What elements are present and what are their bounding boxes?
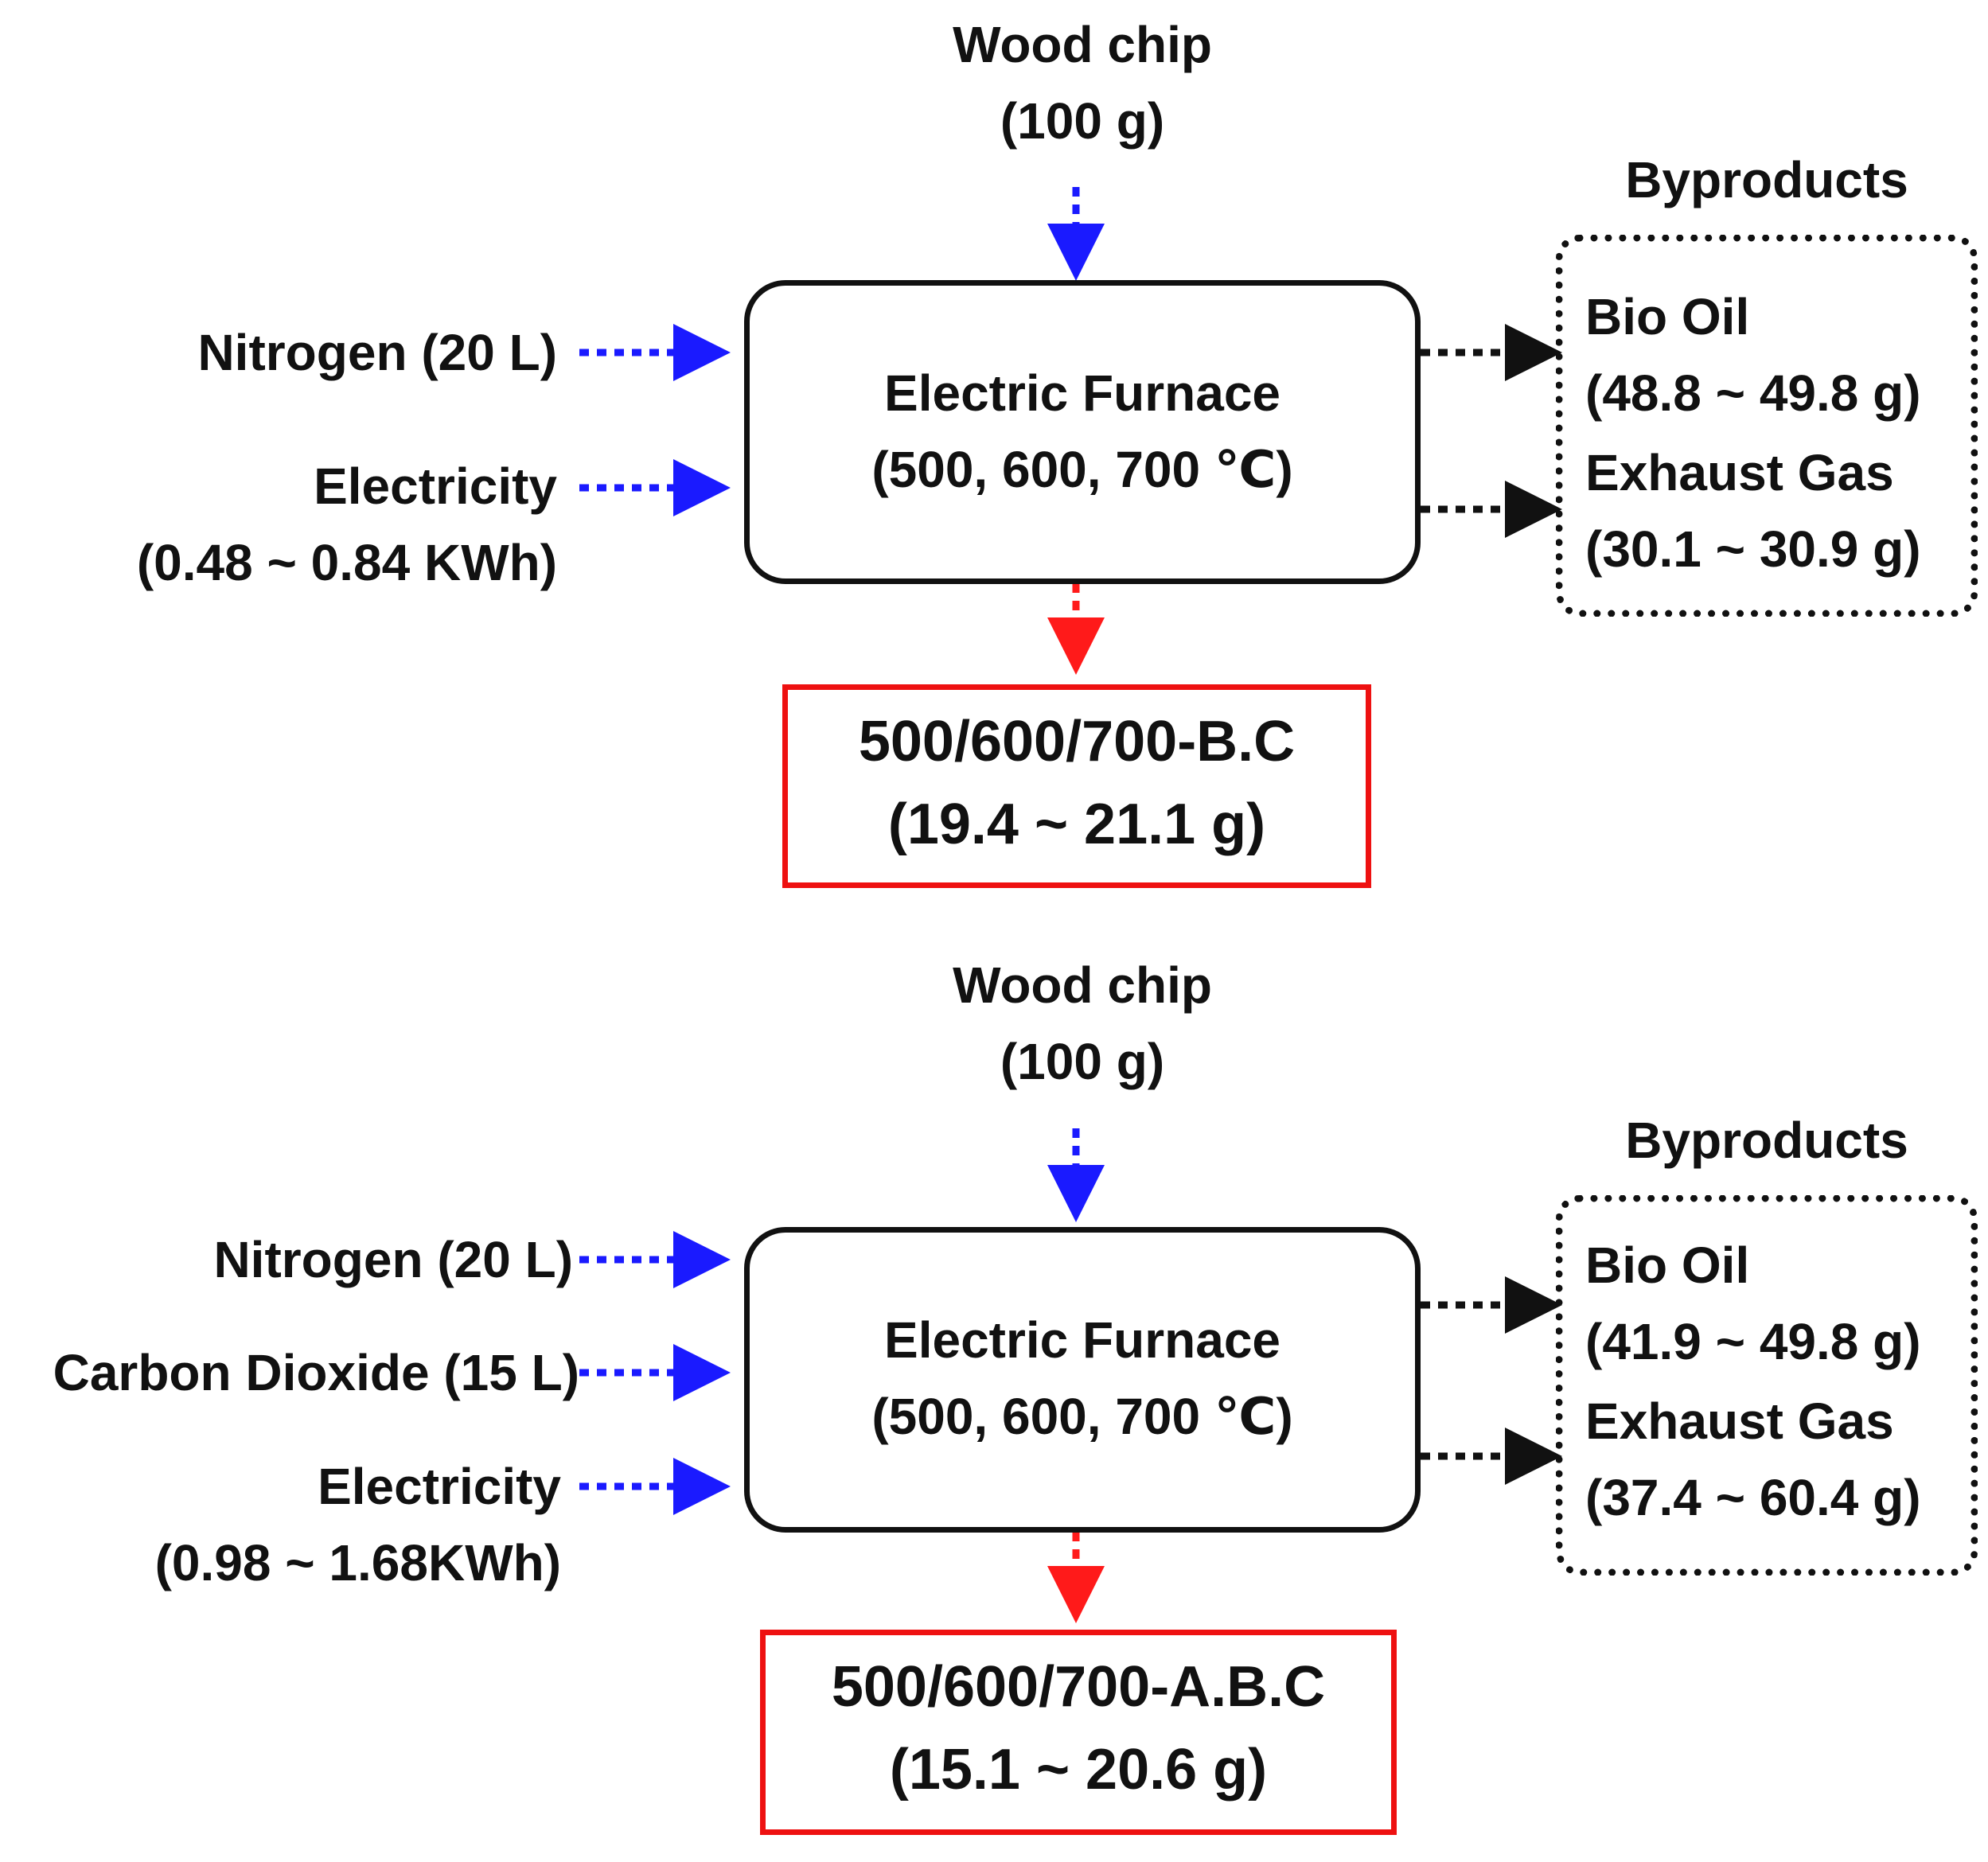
electricity-label: Electricity xyxy=(318,1458,561,1515)
exhaust-gas-label: Exhaust Gas xyxy=(1585,1393,1894,1450)
exhaust-gas-label: Exhaust Gas xyxy=(1585,444,1894,501)
product-label: 500/600/700-B.C (19.4 ~ 21.1 g) xyxy=(782,700,1371,866)
product-name: 500/600/700-B.C xyxy=(858,710,1296,773)
product-box xyxy=(760,1630,1397,1835)
flow-arrows xyxy=(579,187,1562,675)
bio-oil-label: Bio Oil xyxy=(1585,288,1750,345)
bio-oil-item: Bio Oil (41.9 ~ 49.8 g) xyxy=(1585,1227,1967,1380)
bio-oil-item: Bio Oil (48.8 ~ 49.8 g) xyxy=(1585,279,1967,431)
exhaust-gas-item: Exhaust Gas (30.1 ~ 30.9 g) xyxy=(1585,434,1967,587)
exhaust-gas-item: Exhaust Gas (37.4 ~ 60.4 g) xyxy=(1585,1383,1967,1536)
furnace-label: Electric Furnace (500, 600, 700 ℃) xyxy=(744,1302,1421,1455)
feed-label: Wood chip (100 g) xyxy=(875,947,1289,1100)
input-nitrogen: Nitrogen (20 L) xyxy=(197,324,557,381)
furnace-temps: (500, 600, 700 ℃) xyxy=(871,1388,1293,1445)
feed-amount: (100 g) xyxy=(1000,92,1165,150)
feed-name: Wood chip xyxy=(953,956,1212,1014)
exhaust-gas-amount: (30.1 ~ 30.9 g) xyxy=(1585,520,1921,578)
bio-oil-amount: (48.8 ~ 49.8 g) xyxy=(1585,364,1921,422)
input-electricity: Electricity (0.98 ~ 1.68KWh) xyxy=(32,1448,561,1601)
exhaust-gas-amount: (37.4 ~ 60.4 g) xyxy=(1585,1469,1921,1526)
electricity-amount: (0.48 ~ 0.84 KWh) xyxy=(136,534,557,591)
byproducts-title: Byproducts xyxy=(1625,151,1908,208)
product-box xyxy=(782,684,1371,888)
feed-label: Wood chip (100 g) xyxy=(875,6,1289,159)
product-name: 500/600/700-A.B.C xyxy=(831,1655,1326,1719)
feed-name: Wood chip xyxy=(953,16,1212,73)
electricity-amount: (0.98 ~ 1.68KWh) xyxy=(154,1534,561,1591)
byproducts-box xyxy=(1556,1195,1978,1576)
furnace-name: Electric Furnace xyxy=(884,1311,1281,1369)
product-amount: (15.1 ~ 20.6 g) xyxy=(889,1738,1268,1802)
furnace-name: Electric Furnace xyxy=(884,364,1281,422)
input-carbon-dioxide: Carbon Dioxide (15 L) xyxy=(53,1344,579,1401)
product-amount: (19.4 ~ 21.1 g) xyxy=(887,793,1266,856)
furnace-label: Electric Furnace (500, 600, 700 ℃) xyxy=(744,355,1421,508)
byproducts-title: Byproducts xyxy=(1625,1112,1908,1169)
electricity-label: Electricity xyxy=(314,458,557,515)
bio-oil-label: Bio Oil xyxy=(1585,1237,1750,1294)
input-electricity: Electricity (0.48 ~ 0.84 KWh) xyxy=(32,448,557,601)
electric-furnace-box xyxy=(744,280,1421,584)
process-diagram-biochar: Wood chip (100 g) Nitrogen (20 L) Electr… xyxy=(0,0,1988,915)
input-nitrogen: Nitrogen (20 L) xyxy=(213,1231,573,1288)
flow-arrows xyxy=(579,1128,1562,1623)
byproducts-box xyxy=(1556,235,1978,617)
electric-furnace-box xyxy=(744,1227,1421,1533)
process-diagram-activated-biochar: Wood chip (100 g) Nitrogen (20 L) Carbon… xyxy=(0,947,1988,1862)
product-label: 500/600/700-A.B.C (15.1 ~ 20.6 g) xyxy=(760,1646,1397,1811)
feed-amount: (100 g) xyxy=(1000,1033,1165,1090)
furnace-temps: (500, 600, 700 ℃) xyxy=(871,441,1293,498)
bio-oil-amount: (41.9 ~ 49.8 g) xyxy=(1585,1313,1921,1370)
